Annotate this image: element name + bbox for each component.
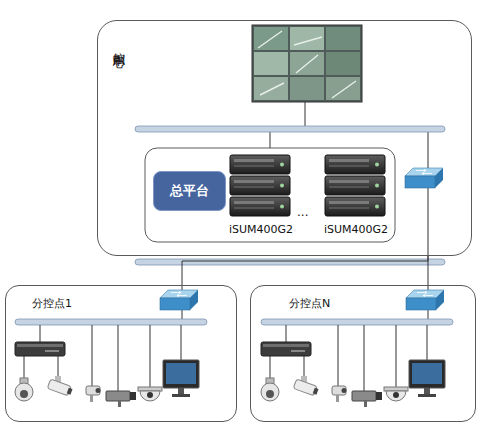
video-wall <box>252 25 362 102</box>
video-wall <box>254 77 288 100</box>
control-center-box: 控制中心总平台 iSUM400G2 iSUM400G2 <box>97 20 472 256</box>
ellipsis-label: ... <box>297 205 308 219</box>
branch-devices <box>15 285 207 407</box>
server-box: iSUM400G2 <box>228 156 294 236</box>
server-symbol <box>325 155 385 216</box>
video-wall <box>258 31 356 98</box>
network-link <box>182 256 428 285</box>
node-text: 总平台 <box>170 182 209 200</box>
network-bus <box>428 188 429 256</box>
node-text: 控制中心 <box>110 43 127 47</box>
branch-site-box: 分控点1 <box>5 285 237 422</box>
node-text: 分控点N <box>289 296 330 311</box>
platform-box: 总平台 <box>153 171 226 211</box>
video-wall <box>254 52 288 75</box>
backbone-bar <box>135 126 445 132</box>
video-wall <box>252 25 362 102</box>
video-wall <box>326 52 360 75</box>
platform-group-box <box>145 148 395 242</box>
node-text: iSUM400G2 <box>229 223 293 236</box>
network-bus <box>270 132 271 148</box>
switch-symbol <box>405 168 443 188</box>
branch-site-box: 分控点N <box>250 285 476 422</box>
video-wall <box>326 77 360 100</box>
backbone-bar <box>135 259 445 265</box>
node-text: 分控点1 <box>32 296 72 311</box>
branch-devices <box>261 285 453 407</box>
network-link <box>427 256 428 285</box>
server-symbol <box>230 155 290 216</box>
video-wall <box>290 77 324 100</box>
node-text: iSUM400G2 <box>324 223 388 236</box>
network-bus <box>428 132 429 168</box>
network-bus <box>305 102 306 126</box>
network-bus <box>270 102 428 256</box>
video-wall <box>326 27 360 50</box>
server-box: iSUM400G2 <box>323 156 389 236</box>
